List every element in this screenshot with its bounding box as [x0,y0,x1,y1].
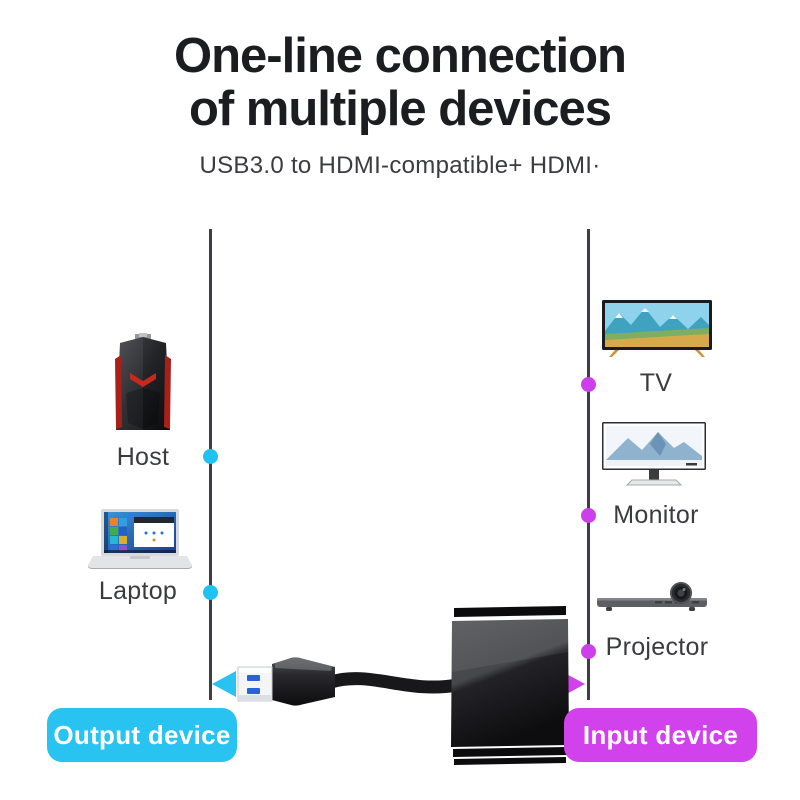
title-line-2: of multiple devices [188,82,612,136]
input-connection-line [587,229,590,700]
gaming-tower-icon [115,333,171,431]
connection-dot-host [203,449,218,464]
monitor-icon [602,422,706,486]
usb-hdmi-adapter-image [237,606,569,765]
title-line-1: One-line connection [174,29,627,83]
projector-icon [597,582,707,611]
device-projector [597,582,709,614]
output-device-badge: Output device [47,708,237,762]
laptop-label: Laptop [98,577,178,605]
laptop-icon [88,509,192,569]
input-device-badge: Input device [564,708,757,762]
tv-icon [602,300,712,357]
device-tv [602,300,712,358]
connection-dot-tv [581,377,596,392]
page-title: One-line connection of multiple devices [0,30,800,136]
subtitle: USB3.0 to HDMI-compatible+ HDMI· [199,152,601,179]
tv-label: TV [639,369,673,397]
header: One-line connection of multiple devices … [0,30,800,180]
connection-dot-monitor [581,508,596,523]
host-label: Host [116,443,170,471]
device-monitor [602,422,706,488]
output-connection-line [209,229,212,700]
monitor-label: Monitor [613,501,699,529]
device-host [108,333,178,435]
connection-dot-laptop [203,585,218,600]
connection-dot-projector [581,644,596,659]
projector-label: Projector [605,633,709,661]
output-arrow-icon [212,671,236,697]
device-laptop [88,509,192,571]
